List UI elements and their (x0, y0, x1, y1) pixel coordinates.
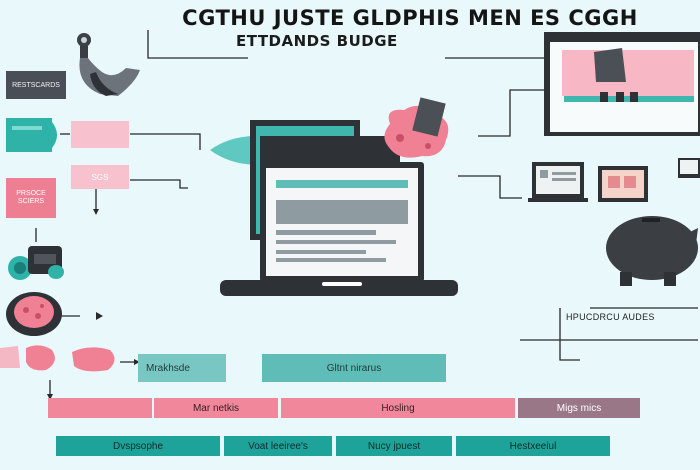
arrow-head-left (47, 394, 53, 400)
bar-nucy-jpuest: Nucy jpuest (336, 436, 452, 456)
bar-mrakhsde: Mrakhsde (138, 354, 226, 382)
bar-gltnt-nirarus: Gltnt nirarus (262, 354, 446, 382)
connector-title-left (147, 30, 248, 59)
bowl-icon (6, 292, 62, 336)
label-hpucdrcu-audes: HPUCDRCU AUDES (566, 312, 655, 322)
bar-hestxeeiul: Hestxeeiul (456, 436, 610, 456)
connector-sgs-center (130, 179, 188, 189)
tablet-splash-icon (384, 97, 449, 158)
bar-pink-start (48, 398, 152, 418)
diagram-title: CGTHU JUSTE GLDPHIS MEN ES CGGH (182, 6, 638, 30)
mascot-figure-icon (77, 33, 140, 96)
arrow-head-sgs (93, 209, 99, 215)
arrow-head-bar (134, 359, 140, 365)
bar-migs-mics: Migs mics (518, 398, 640, 418)
monitor-icon (544, 32, 700, 136)
label-prsoce-sciers: PRSOCE SCIERS (6, 178, 56, 218)
pink-box-top (71, 121, 129, 148)
diagram-subtitle: ETTDANDS BUDGE (236, 32, 398, 50)
devices-row-icon (528, 158, 700, 202)
bar-mar-netkis: Mar netkis (154, 398, 278, 418)
connector-pink-center (130, 133, 201, 150)
connector-laptop-devices (458, 175, 522, 199)
teal-card-icon (6, 118, 57, 152)
arrow-head-bowl (96, 312, 103, 320)
connector-center-monitor (478, 89, 545, 137)
label-restscards: RESTSCARDS (6, 71, 66, 99)
bar-hosling: Hosling (281, 398, 515, 418)
connector-right-bracket (559, 308, 580, 361)
laptop-icon (210, 120, 458, 296)
piggy-bank-icon (606, 216, 698, 286)
bar-dvspsophe: Dvspsophe (56, 436, 220, 456)
headset-device-icon (8, 246, 64, 280)
bar-voat-leeiree: Voat leeiree's (224, 436, 332, 456)
pink-blobs-icon (0, 345, 115, 372)
label-sgs: SGS (71, 165, 129, 189)
